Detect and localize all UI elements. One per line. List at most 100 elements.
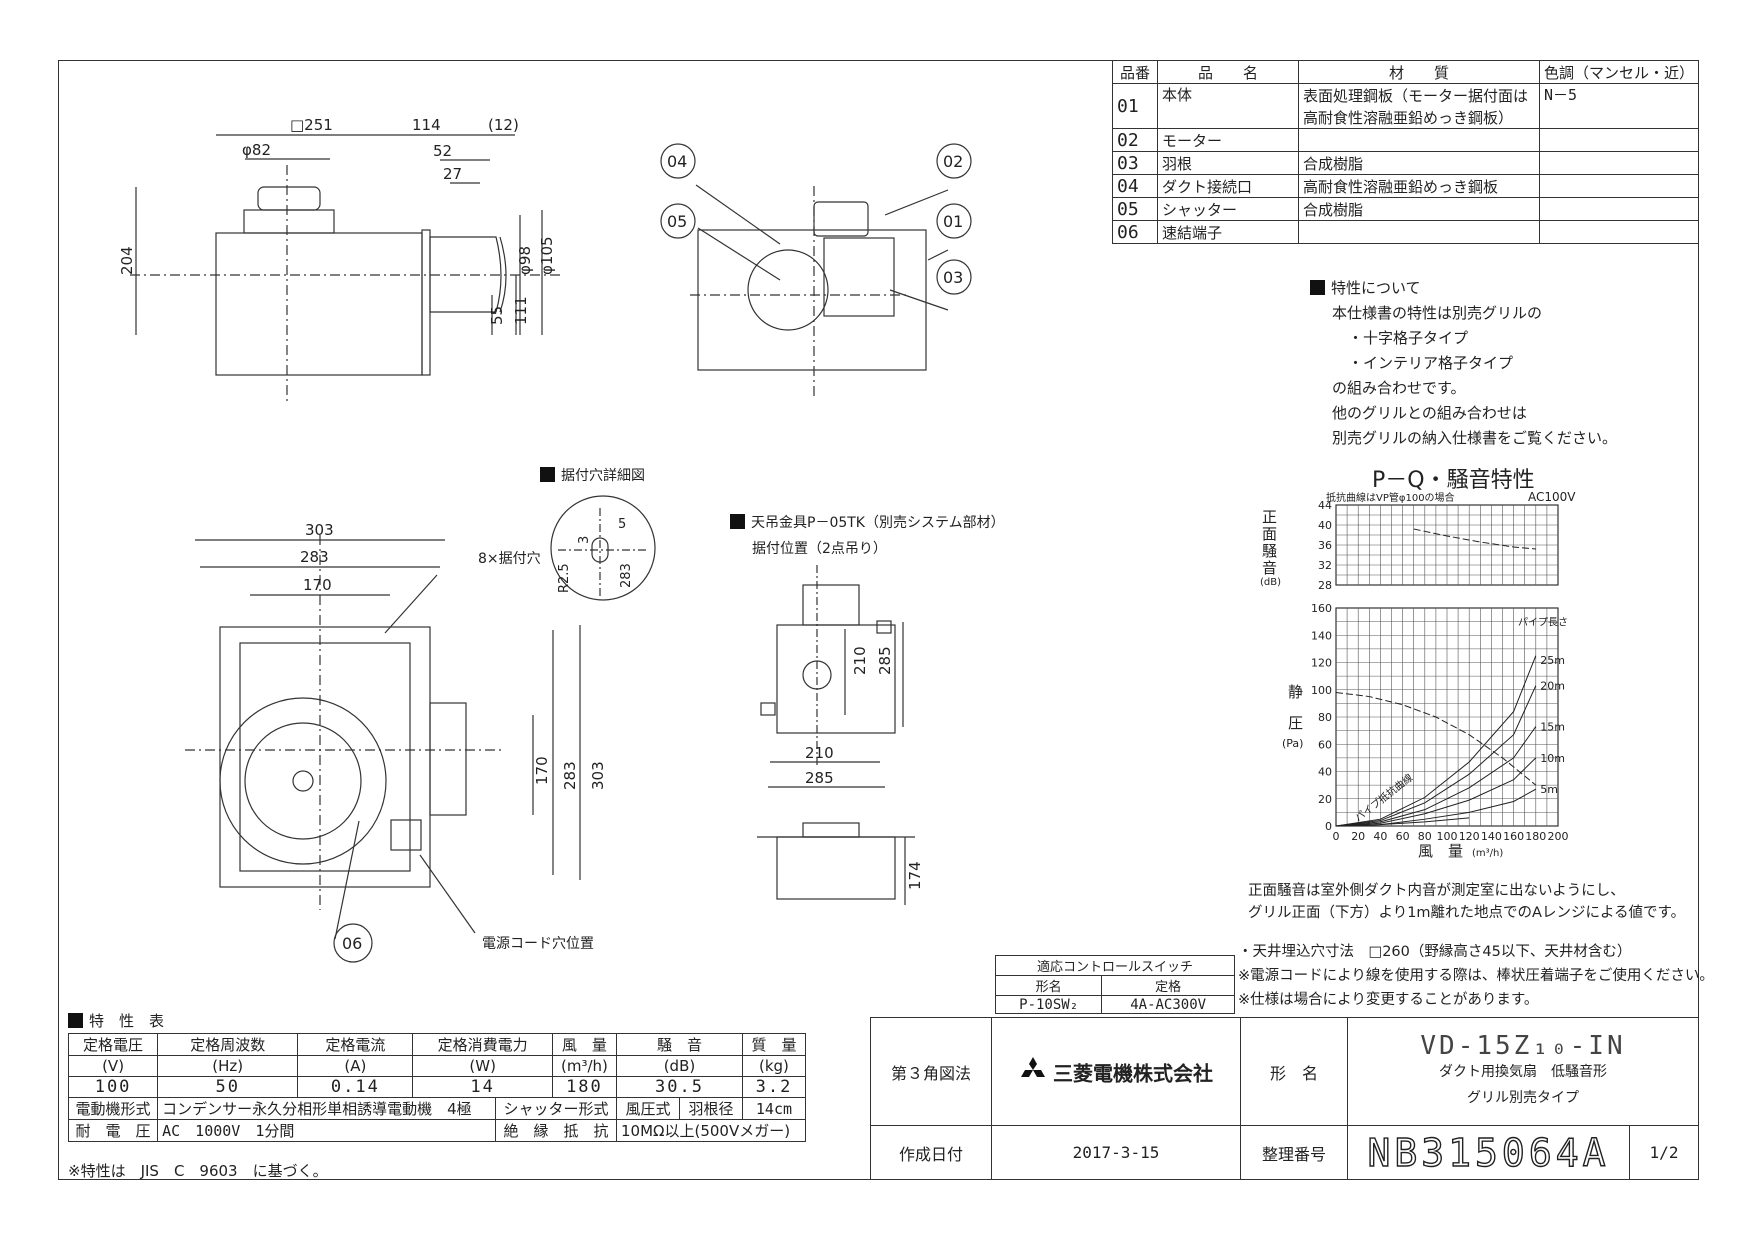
pipe-resistance-label: パイプ抵抗曲線 <box>1352 771 1415 824</box>
noise-axis-label: 正面騒音 <box>1262 508 1277 577</box>
withstand-voltage-value: AC 1000V 1分間 <box>157 1119 497 1142</box>
airflow-axis-label: 風 量 <box>1418 842 1463 860</box>
y-tick-label: 0 <box>1325 820 1332 833</box>
hanger-front-body <box>776 836 896 900</box>
part-balloon <box>333 923 373 963</box>
dimension-text: (12) <box>488 116 519 134</box>
plan-inner-body <box>239 642 411 872</box>
dimension-text: 285 <box>876 646 894 675</box>
spec-table: 定格電圧 定格周波数 定格電流 定格消費電力 風 量 騒 音 質 量 (V) (… <box>67 1033 807 1142</box>
x-tick-label: 160 <box>1503 830 1524 843</box>
dimension-text: 3 <box>577 536 592 544</box>
model-label: 形 名 <box>1240 1017 1348 1126</box>
drawing-sheet <box>58 60 1699 1180</box>
dimension-text: 204 <box>118 246 136 275</box>
part-material: 高耐食性溶融亜鉛めっき鋼板 <box>1297 174 1540 198</box>
part-name: モーター <box>1156 128 1299 152</box>
blade-diameter-value: 14cm <box>741 1097 807 1120</box>
mitsubishi-logo-icon <box>1019 1056 1047 1087</box>
mount-detail-title: 据付穴詳細図 <box>540 465 645 485</box>
withstand-voltage-label: 耐 電 圧 <box>67 1119 159 1142</box>
y-tick-label: 20 <box>1318 793 1332 806</box>
leader-line <box>884 189 949 216</box>
hanger-title-text: 天吊金具P－05TK（別売システム部材） <box>751 515 1005 531</box>
dimension-text: 27 <box>443 165 462 183</box>
part-name: ダクト接続口 <box>1156 174 1299 198</box>
detail-circle <box>550 495 656 601</box>
date-label: 作成日付 <box>870 1125 992 1180</box>
title-block: 第３角図法 三菱電機株式会社 形 名 VD-15Z₁₀-IN ダクト用換気扇 低… <box>870 1017 1699 1180</box>
x-tick-label: 140 <box>1481 830 1502 843</box>
noise-axis-char: 正 <box>1262 508 1277 526</box>
spec-unit: (W) <box>412 1055 553 1077</box>
control-switch-model: P-10SW₂ <box>994 995 1103 1014</box>
part-balloon-number: 03 <box>943 268 963 287</box>
spec-footnote: ※特性は JIS C 9603 に基づく。 <box>68 1162 328 1180</box>
insulation-value: 10MΩ以上(500Vメガー) <box>616 1119 806 1142</box>
leader-line <box>889 289 949 311</box>
part-no: 03 <box>1112 151 1158 175</box>
part-balloon-number: 04 <box>667 152 687 171</box>
part-material: 表面処理鋼板（モーター据付面は <box>1297 83 1540 106</box>
dimension-text: 303 <box>305 521 334 539</box>
noise-axis-unit: (dB) <box>1260 577 1281 588</box>
y-tick-label: 60 <box>1318 738 1332 751</box>
x-tick-label: 100 <box>1437 830 1458 843</box>
y-tick-label: 100 <box>1311 684 1332 697</box>
leader-line <box>697 227 781 281</box>
part-material: 合成樹脂 <box>1297 197 1540 221</box>
spec-header: 質 量 <box>741 1033 807 1056</box>
note-line: 他のグリルとの組み合わせは <box>1332 404 1527 422</box>
dimension-text: 5 <box>618 517 626 532</box>
noise-note: 正面騒音は室外側ダクト内音が測定室に出ないようにし、 グリル正面（下方）より1m… <box>1248 880 1685 924</box>
part-balloon <box>936 143 972 179</box>
part-material <box>1297 220 1540 244</box>
y-tick-label: 160 <box>1311 602 1332 615</box>
bullet-square-icon <box>730 514 745 529</box>
spec-value: 0.14 <box>297 1076 414 1098</box>
pressure-axis-label-top: 静 <box>1288 683 1303 701</box>
part-color <box>1538 174 1700 198</box>
part-material <box>1297 128 1540 152</box>
chart-voltage: AC100V <box>1528 490 1576 504</box>
fan-pq-curve <box>1335 691 1537 786</box>
x-tick-label: 80 <box>1418 830 1432 843</box>
parts-header-material: 材 質 <box>1297 60 1540 84</box>
x-tick-label: 40 <box>1373 830 1387 843</box>
leader-line <box>695 184 781 245</box>
document-number: NB315064A <box>1347 1125 1630 1180</box>
insulation-label: 絶 縁 抵 抗 <box>495 1119 617 1142</box>
pipe-resistance-curve <box>1335 685 1537 827</box>
part-material: 合成樹脂 <box>1297 151 1540 175</box>
dimension-text: □251 <box>290 116 333 134</box>
dimension-text: 170 <box>533 756 551 785</box>
spec-value: 14 <box>412 1076 553 1098</box>
spec-header: 定格電流 <box>297 1033 414 1056</box>
noise-note-line: グリル正面（下方）より1m離れた地点でのAレンジによる値です。 <box>1248 905 1686 921</box>
model-desc-1: ダクト用換気扇 低騒音形 <box>1439 1063 1607 1080</box>
parts-header-name: 品 名 <box>1156 60 1299 84</box>
blade-diameter-label: 羽根径 <box>678 1097 743 1120</box>
pipe-length-label: 15m <box>1540 721 1565 734</box>
side-view-duct-outlet <box>429 236 502 313</box>
y-tick-label: 28 <box>1318 579 1332 592</box>
hanger-top-body <box>776 624 896 734</box>
y-tick-label: 40 <box>1318 519 1332 532</box>
plan-fan-blade <box>244 722 362 840</box>
part-balloon <box>660 143 696 179</box>
noise-axis-char: 音 <box>1262 559 1277 577</box>
part-balloon <box>936 259 972 295</box>
dimension-text: 114 <box>412 116 441 134</box>
y-tick-label: 40 <box>1318 766 1332 779</box>
pressure-axis-unit: (Pa) <box>1282 737 1303 750</box>
x-tick-label: 120 <box>1459 830 1480 843</box>
dimension-text: 303 <box>589 761 607 790</box>
control-switch-title: 適応コントロールスイッチ <box>995 955 1235 976</box>
x-tick-label: 200 <box>1548 830 1569 843</box>
dimension-text: 55 <box>488 306 506 325</box>
part-color <box>1538 128 1700 152</box>
leader-line <box>927 249 949 261</box>
